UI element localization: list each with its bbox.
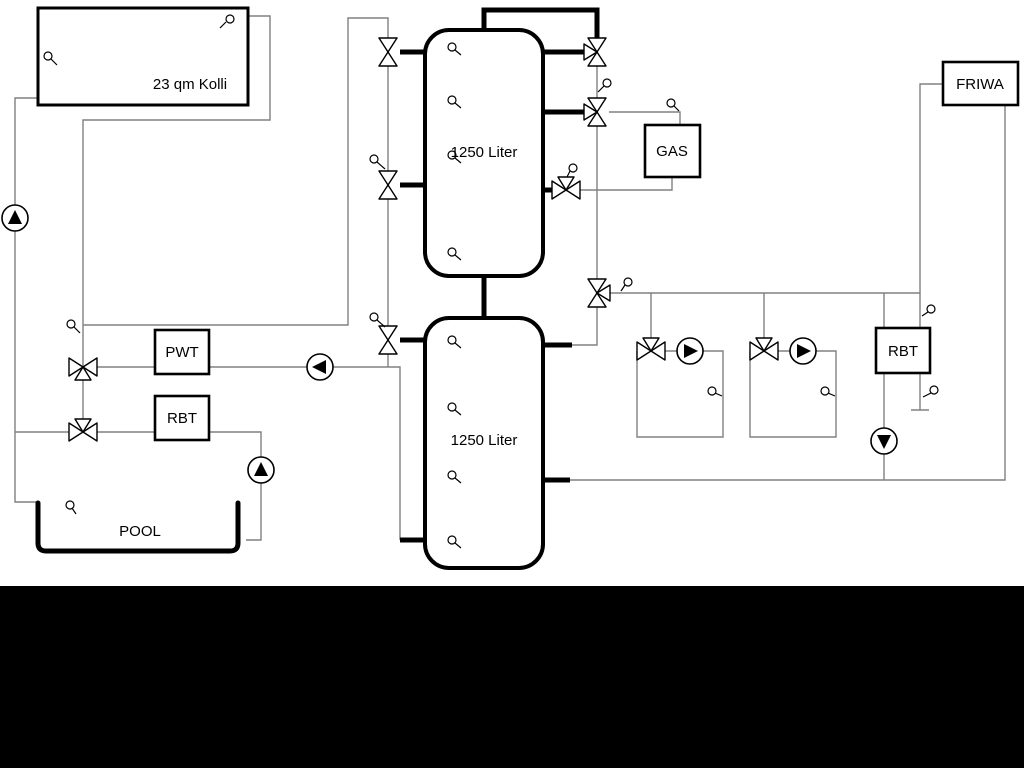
temp-sensor-icon	[447, 535, 457, 545]
valve-pool-return-icon	[68, 418, 98, 442]
pump-pool-icon	[247, 456, 275, 484]
pipe-network	[14, 15, 1006, 541]
pump-tank-loader-icon	[306, 353, 334, 381]
temp-sensor-icon	[43, 51, 53, 61]
rbt-left-label: RBT	[167, 410, 197, 427]
temp-sensor-icon	[707, 386, 717, 396]
temp-sensor-icon	[926, 304, 936, 314]
temp-sensor-icon	[820, 386, 830, 396]
pump-solar-icon	[1, 204, 29, 232]
pool-basin	[35, 500, 241, 554]
friwa-label: FRIWA	[956, 76, 1004, 93]
temp-sensor-icon	[66, 319, 76, 329]
solar-collector-box	[36, 6, 250, 107]
buffer-tank-top-label: 1250 Liter	[451, 144, 518, 161]
rbt-right-box	[874, 326, 932, 375]
temp-sensor-icon	[447, 470, 457, 480]
temp-sensor-icon	[447, 42, 457, 52]
temp-sensor-icon	[568, 163, 578, 173]
pump-rbt-right-icon	[870, 427, 898, 455]
rbt-left-box	[153, 394, 211, 442]
pump-circuit2-icon	[789, 337, 817, 365]
valve-tank-bottom-left-icon	[378, 325, 398, 355]
pool-label: POOL	[119, 523, 161, 540]
valve-tank-top-left-icon	[378, 37, 398, 67]
valve-distribution-icon	[587, 278, 611, 308]
temp-sensor-icon	[447, 335, 457, 345]
pump-circuit1-icon	[676, 337, 704, 365]
gas-boiler-box	[643, 123, 702, 179]
temp-sensor-icon	[447, 95, 457, 105]
pwt-label: PWT	[165, 344, 198, 361]
friwa-box	[941, 60, 1020, 107]
rbt-right-label: RBT	[888, 343, 918, 360]
temp-sensor-icon	[666, 98, 676, 108]
bottom-black-band	[0, 586, 1024, 768]
buffer-tank-top	[423, 28, 545, 278]
buffer-tank-bottom-label: 1250 Liter	[451, 432, 518, 449]
temp-sensor-icon	[369, 312, 379, 322]
valve-gas-return-icon	[551, 176, 581, 200]
gas-label: GAS	[656, 143, 688, 160]
buffer-tank-bottom	[423, 316, 545, 570]
temp-sensor-icon	[225, 14, 235, 24]
temp-sensor-icon	[447, 247, 457, 257]
temp-sensor-icon	[623, 277, 633, 287]
pwt-box	[153, 328, 211, 376]
temp-sensor-icon	[65, 500, 75, 510]
valve-circuit1-icon	[636, 337, 666, 361]
temp-sensor-icon	[602, 78, 612, 88]
temperature-sensors	[43, 14, 939, 549]
valve-solar-pwt-icon	[68, 357, 98, 381]
valve-boiler-top-icon	[583, 37, 607, 67]
valve-tank-mid-left-icon	[378, 170, 398, 200]
temp-sensor-icon	[929, 385, 939, 395]
valve-boiler-mid-icon	[583, 97, 607, 127]
temp-sensor-icon	[369, 154, 379, 164]
collector-label: 23 qm Kolli	[153, 76, 227, 93]
temp-sensor-icon	[447, 150, 457, 160]
valve-circuit2-icon	[749, 337, 779, 361]
temp-sensor-icon	[447, 402, 457, 412]
